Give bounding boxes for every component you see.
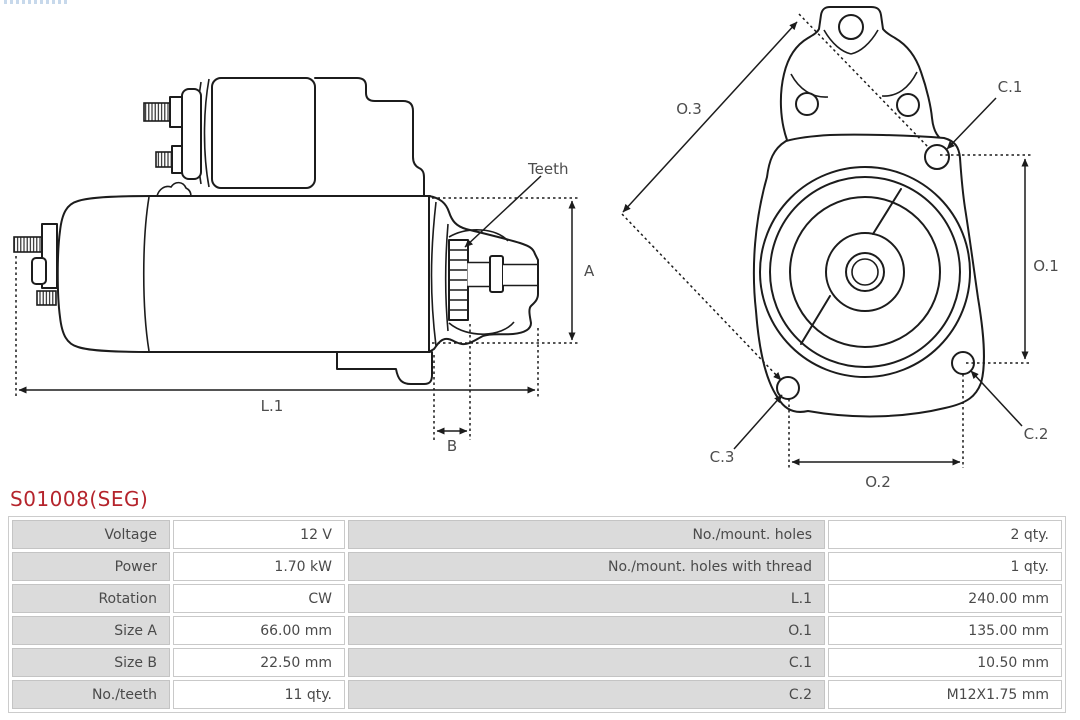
technical-drawing: Teeth A L.1 B <box>13 6 1059 491</box>
dim-c3-arrow <box>733 394 783 450</box>
dim-c1-label: C.1 <box>998 78 1023 96</box>
spec-label: L.1 <box>348 584 825 613</box>
solenoid-bolt-lower <box>155 151 173 168</box>
spec-value: 12 V <box>173 520 345 549</box>
drive-housing-top <box>314 77 425 197</box>
spec-label: No./mount. holes <box>348 520 825 549</box>
pinion-gear <box>448 239 469 321</box>
spec-table: Voltage 12 V No./mount. holes 2 qty. Pow… <box>8 516 1066 713</box>
solenoid-mount-foot <box>156 181 192 197</box>
bracket-neck-right <box>850 29 879 55</box>
spec-value: 10.50 mm <box>828 648 1062 677</box>
spec-label: O.1 <box>348 616 825 645</box>
spec-value: 1 qty. <box>828 552 1062 581</box>
spec-label: Size A <box>12 616 170 645</box>
mount-hole-c1 <box>924 144 950 170</box>
terminal-boss <box>31 257 47 285</box>
threaded-stud-upper <box>13 236 43 253</box>
bell-housing-outline <box>428 195 539 353</box>
table-row-power: Power 1.70 kW No./mount. holes with thre… <box>12 552 1062 581</box>
spec-value: 22.50 mm <box>173 648 345 677</box>
spec-label: Voltage <box>12 520 170 549</box>
spec-value: 2 qty. <box>828 520 1062 549</box>
spec-label: No./mount. holes with thread <box>348 552 825 581</box>
dim-o3-diagonal-c1 <box>798 13 930 149</box>
dim-l1-label: L.1 <box>261 397 284 415</box>
bracket-hole-top <box>838 14 864 40</box>
motor-endcap-seam <box>142 196 150 352</box>
spec-label: Power <box>12 552 170 581</box>
hub-key-line-upper <box>872 188 902 235</box>
dim-c2-label: C.2 <box>1024 425 1049 443</box>
dim-b-label: B <box>447 437 457 455</box>
table-row-size-a: Size A 66.00 mm O.1 135.00 mm <box>12 616 1062 645</box>
spec-value: CW <box>173 584 345 613</box>
bracket-neck-left <box>823 29 852 55</box>
spec-value: 135.00 mm <box>828 616 1062 645</box>
bracket-hole-right <box>896 93 920 117</box>
spec-label: C.2 <box>348 680 825 709</box>
bell-face-line <box>444 223 449 332</box>
mounting-flange <box>752 133 985 418</box>
solenoid-front-cap <box>181 88 202 180</box>
solenoid-terminal-nut-lower <box>171 145 183 174</box>
spec-label: Size B <box>12 648 170 677</box>
housing-circles <box>759 166 971 378</box>
hub-key-line-lower <box>800 295 831 345</box>
mount-hole-c2 <box>951 351 975 375</box>
table-row-rotation: Rotation CW L.1 240.00 mm <box>12 584 1062 613</box>
side-view-drawing: Teeth A L.1 B <box>13 77 595 455</box>
body-bottom-step <box>336 351 433 385</box>
table-row-voltage: Voltage 12 V No./mount. holes 2 qty. <box>12 520 1062 549</box>
solenoid-ring-1 <box>203 78 210 188</box>
table-row-size-b: Size B 22.50 mm C.1 10.50 mm <box>12 648 1062 677</box>
spec-label: C.1 <box>348 648 825 677</box>
bell-back-flange-curve <box>430 201 437 347</box>
bell-inner-arc-bottom <box>448 321 515 335</box>
spec-label: Rotation <box>12 584 170 613</box>
pinion-shaft <box>467 255 537 293</box>
bracket-hole-left <box>795 92 819 116</box>
threaded-stud-lower <box>36 290 57 306</box>
spec-label: No./teeth <box>12 680 170 709</box>
motor-body <box>56 195 431 353</box>
dim-c2-arrow <box>970 370 1023 427</box>
watermark-artifact <box>4 0 70 4</box>
dim-o2-label: O.2 <box>865 473 891 491</box>
dim-o3-label: O.3 <box>676 100 702 118</box>
dim-c3-label: C.3 <box>710 448 735 466</box>
spec-value: 11 qty. <box>173 680 345 709</box>
teeth-label: Teeth <box>527 160 568 178</box>
dim-a-label: A <box>584 262 595 280</box>
spec-value: 66.00 mm <box>173 616 345 645</box>
front-view-drawing: O.3 C.1 O.1 O.2 C.2 C.3 <box>621 6 1059 491</box>
solenoid-terminal-nut-upper <box>169 96 183 128</box>
teeth-callout-line <box>464 175 542 248</box>
bracket-inner-curve-right <box>881 71 918 97</box>
dim-c1-arrow <box>946 97 997 150</box>
solenoid-body <box>211 77 316 189</box>
mount-hole-c3 <box>776 376 800 400</box>
dim-o3-line <box>622 21 798 213</box>
bell-inner-arc-top <box>448 229 509 242</box>
spec-value: M12X1.75 mm <box>828 680 1062 709</box>
part-number-title: S01008(SEG) <box>10 487 149 511</box>
solenoid-bolt-upper <box>143 102 171 122</box>
dim-o1-label: O.1 <box>1033 257 1059 275</box>
spec-value: 240.00 mm <box>828 584 1062 613</box>
table-row-teeth: No./teeth 11 qty. C.2 M12X1.75 mm <box>12 680 1062 709</box>
spec-value: 1.70 kW <box>173 552 345 581</box>
